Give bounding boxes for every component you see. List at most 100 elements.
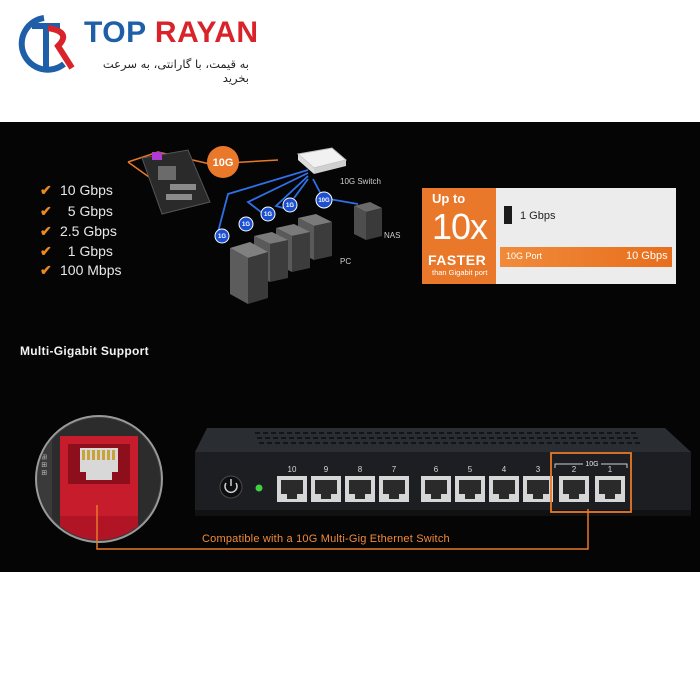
than-gigabit-label: than Gigabit port <box>432 268 488 277</box>
vent-slot <box>499 442 504 444</box>
topRayan-logo-icon <box>18 15 75 73</box>
ethernet-port[interactable] <box>379 476 409 502</box>
speed-comparison-accent <box>422 188 496 284</box>
up-to-label: Up to <box>432 191 466 206</box>
link-badge: 1G <box>218 234 226 240</box>
vent-slot <box>595 442 600 444</box>
link-badge: 1G <box>286 203 294 209</box>
speed-item: ✔ 5 Gbps <box>40 202 113 220</box>
link-badge: 10G <box>318 198 330 204</box>
vent-slot <box>275 442 280 444</box>
vent-slot <box>479 432 484 434</box>
power-icon[interactable] <box>219 475 243 499</box>
vent-slot <box>409 437 414 439</box>
vent-slot <box>339 442 344 444</box>
vent-slot <box>347 442 352 444</box>
vent-slot <box>255 432 260 434</box>
vent-slot <box>603 442 608 444</box>
ten-g-bar <box>500 247 672 267</box>
check-icon: ✔ <box>40 203 52 219</box>
ethernet-port[interactable] <box>421 476 451 502</box>
vent-slot <box>401 437 406 439</box>
vent-slot <box>483 442 488 444</box>
vent-slot <box>307 442 312 444</box>
vent-slot <box>459 442 464 444</box>
ethernet-port[interactable] <box>559 476 589 502</box>
vent-slot <box>441 437 446 439</box>
vent-slot <box>427 442 432 444</box>
svg-text:⊞ ⊞ ⊞: ⊞ ⊞ ⊞ <box>40 454 47 476</box>
vent-slot <box>615 432 620 434</box>
port-number: 8 <box>358 465 363 474</box>
uplink-badge: 10G <box>213 157 234 169</box>
vent-slot <box>635 442 640 444</box>
vent-slot <box>265 437 270 439</box>
vent-slot <box>377 437 382 439</box>
vent-slot <box>547 442 552 444</box>
vent-slot <box>507 442 512 444</box>
vent-slot <box>537 437 542 439</box>
vent-slot <box>343 432 348 434</box>
vent-slot <box>295 432 300 434</box>
gigabit-bar <box>504 206 512 224</box>
vent-slot <box>439 432 444 434</box>
ethernet-port[interactable] <box>345 476 375 502</box>
vent-slot <box>299 442 304 444</box>
vent-slot <box>367 432 372 434</box>
ethernet-port[interactable] <box>595 476 625 502</box>
speed-label: 2.5 Gbps <box>60 223 117 239</box>
vent-slot <box>511 432 516 434</box>
vent-slot <box>481 437 486 439</box>
vent-slot <box>297 437 302 439</box>
vent-slot <box>415 432 420 434</box>
ethernet-port[interactable] <box>311 476 341 502</box>
switch-icon <box>296 147 348 174</box>
port-number: 1 <box>608 465 613 474</box>
link-badge: 1G <box>264 212 272 218</box>
vent-slot <box>607 432 612 434</box>
ethernet-port[interactable] <box>489 476 519 502</box>
vent-slot <box>371 442 376 444</box>
vent-slot <box>271 432 276 434</box>
vent-slot <box>627 442 632 444</box>
vent-slot <box>521 437 526 439</box>
speed-item: ✔ 1 Gbps <box>40 242 113 260</box>
vent-slot <box>631 432 636 434</box>
speed-label: 5 Gbps <box>67 203 113 219</box>
vent-slot <box>633 437 638 439</box>
pc-label: PC <box>340 257 351 266</box>
ten-g-group-label: 10G <box>585 461 598 468</box>
vent-slot <box>273 437 278 439</box>
port-number: 4 <box>502 465 507 474</box>
uplink-badge-circle <box>207 146 239 178</box>
vent-slot <box>323 442 328 444</box>
vent-slot <box>555 442 560 444</box>
vent-slot <box>291 442 296 444</box>
multiplier-label: 10x <box>432 206 488 247</box>
section-title: Multi-Gigabit Support <box>20 344 149 358</box>
compatibility-text: Compatible with a 10G Multi-Gig Ethernet… <box>202 533 450 545</box>
check-icon: ✔ <box>40 262 52 278</box>
ethernet-port[interactable] <box>455 476 485 502</box>
ethernet-port[interactable] <box>523 476 553 502</box>
port-number: 2 <box>572 465 577 474</box>
check-icon: ✔ <box>40 182 52 198</box>
vent-slot <box>353 437 358 439</box>
vent-slot <box>281 437 286 439</box>
vent-slot <box>579 442 584 444</box>
brand-part-2: RAYAN <box>154 16 259 49</box>
faster-label: FASTER <box>428 252 487 268</box>
vent-slot <box>425 437 430 439</box>
vent-slot <box>559 432 564 434</box>
port-number: 5 <box>468 465 473 474</box>
vent-slot <box>473 437 478 439</box>
vent-slot <box>369 437 374 439</box>
vent-slot <box>263 432 268 434</box>
port-closeup: ⊞ ⊞ ⊞ <box>35 415 163 543</box>
vent-slot <box>449 437 454 439</box>
vent-slot <box>433 437 438 439</box>
ethernet-port[interactable] <box>277 476 307 502</box>
vent-slot <box>337 437 342 439</box>
brand-part-1: TOP <box>84 16 155 49</box>
